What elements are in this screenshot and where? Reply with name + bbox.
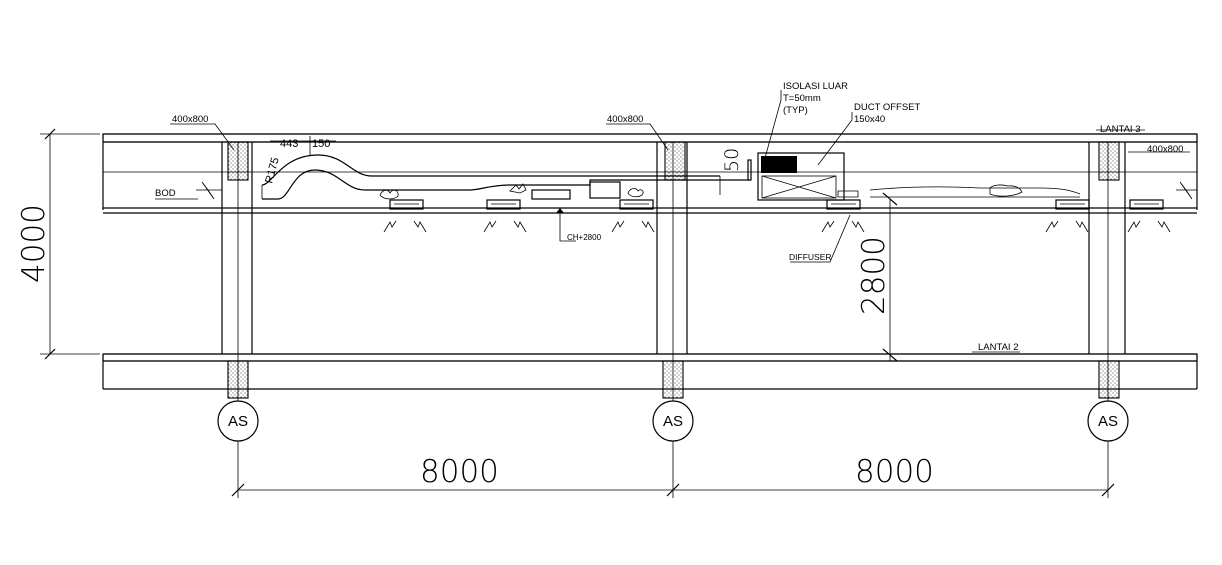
dimension-label-2800: 2800	[856, 236, 892, 315]
label-beam-top-right: 400x800	[1147, 144, 1183, 155]
label-isolasi-line1: ISOLASI LUAR	[783, 81, 848, 92]
duct-offset-box	[757, 152, 845, 201]
grid-bubble-label: AS	[663, 413, 683, 430]
label-dim-150: 150	[312, 138, 330, 150]
diffuser-1	[383, 199, 427, 233]
label-isolasi-line3: (TYP)	[783, 105, 808, 116]
grid-bubble-label: AS	[228, 413, 248, 430]
slab-lantai-2	[102, 353, 1198, 390]
beam-right	[1098, 141, 1120, 399]
label-lantai-2: LANTAI 2	[978, 342, 1018, 353]
label-isolasi-line2: T=50mm	[783, 93, 821, 104]
diffuser-5	[1045, 199, 1090, 233]
grid-bubble-label: AS	[1098, 413, 1118, 430]
leaders	[155, 90, 1190, 353]
diffuser-2	[483, 199, 527, 233]
dimension-label-4000: 4000	[16, 204, 52, 283]
columns	[221, 142, 1126, 354]
dimension-height-2800	[882, 192, 898, 362]
grid-bubble-left: AS	[217, 400, 259, 442]
dimension-label-bay-right: 8000	[855, 454, 934, 490]
grid-bubble-middle: AS	[652, 400, 694, 442]
dimension-bays	[231, 483, 1115, 497]
label-beam-top-mid: 400x800	[607, 114, 643, 125]
ceiling-line	[103, 207, 1197, 214]
grid-lines	[237, 142, 1109, 498]
label-duct-offset-line2: 150x40	[854, 114, 885, 125]
label-lantai-3: LANTAI 3	[1100, 124, 1140, 135]
label-dim-50: 50	[721, 148, 743, 172]
label-beam-top-left: 400x800	[172, 114, 208, 125]
duct-run	[261, 154, 1081, 200]
label-dim-443: 443	[280, 138, 298, 150]
break-lines	[196, 181, 1197, 200]
diffuser-6	[1127, 199, 1171, 233]
label-duct-offset-line1: DUCT OFFSET	[854, 102, 921, 113]
grid-bubble-right: AS	[1087, 400, 1129, 442]
slab-lantai-3	[102, 133, 1198, 210]
label-diffuser: DIFFUSER	[789, 252, 832, 262]
dimension-label-bay-left: 8000	[420, 454, 499, 490]
label-bod: BOD	[155, 188, 176, 199]
label-ch: CH+2800	[567, 233, 602, 242]
diffuser-3	[611, 199, 655, 233]
diffuser-4	[821, 199, 865, 233]
flex-connectors	[379, 183, 859, 200]
dimension-height-4000	[40, 128, 100, 360]
